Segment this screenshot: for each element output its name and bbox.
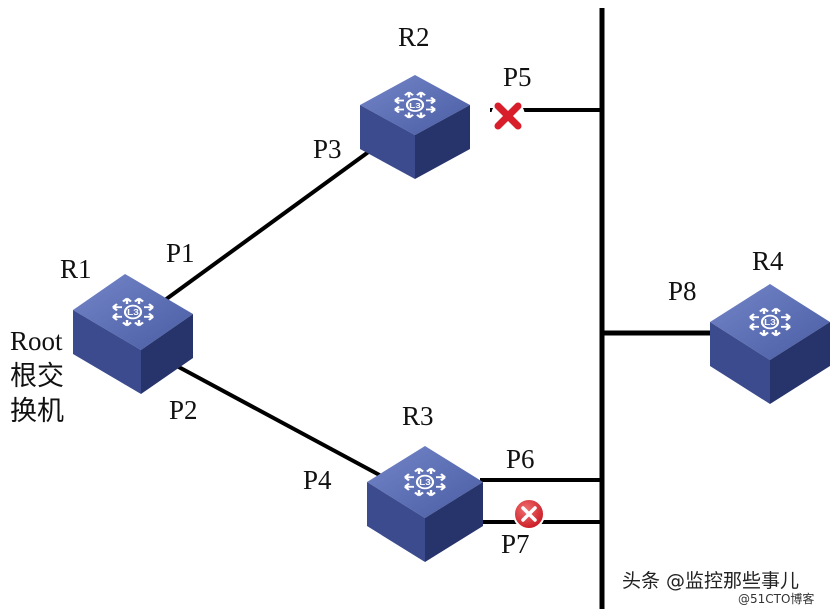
router-label-r4: R4 bbox=[752, 246, 784, 276]
blocked-port-p7-icon bbox=[513, 498, 545, 530]
port-label-p8: P8 bbox=[668, 276, 697, 306]
watermark-sub: @51CTO博客 bbox=[738, 592, 815, 606]
link-r1-r2 bbox=[163, 143, 380, 302]
root-label-line1: Root bbox=[10, 326, 63, 356]
port-label-p3: P3 bbox=[313, 134, 342, 164]
root-label-line3: 换机 bbox=[10, 396, 64, 427]
port-label-p2: P2 bbox=[169, 395, 198, 425]
port-label-p7: P7 bbox=[501, 529, 530, 559]
blocked-port-p5-icon bbox=[491, 99, 525, 133]
switch-r3 bbox=[367, 446, 483, 562]
switch-r1 bbox=[73, 274, 193, 394]
watermark-main: 头条 @监控那些事儿 bbox=[622, 570, 800, 592]
port-label-p6: P6 bbox=[506, 444, 535, 474]
root-switch-label: Root 根交 换机 bbox=[10, 324, 64, 429]
link-r1-r3 bbox=[174, 363, 386, 480]
port-label-p4: P4 bbox=[303, 465, 332, 495]
switch-r2 bbox=[360, 75, 470, 179]
switch-r4 bbox=[710, 284, 830, 404]
router-label-r2: R2 bbox=[398, 22, 430, 52]
port-label-p5: P5 bbox=[503, 62, 532, 92]
router-label-r3: R3 bbox=[402, 401, 434, 431]
port-label-p1: P1 bbox=[166, 238, 195, 268]
root-label-line2: 根交 bbox=[10, 361, 64, 392]
router-label-r1: R1 bbox=[60, 254, 92, 284]
